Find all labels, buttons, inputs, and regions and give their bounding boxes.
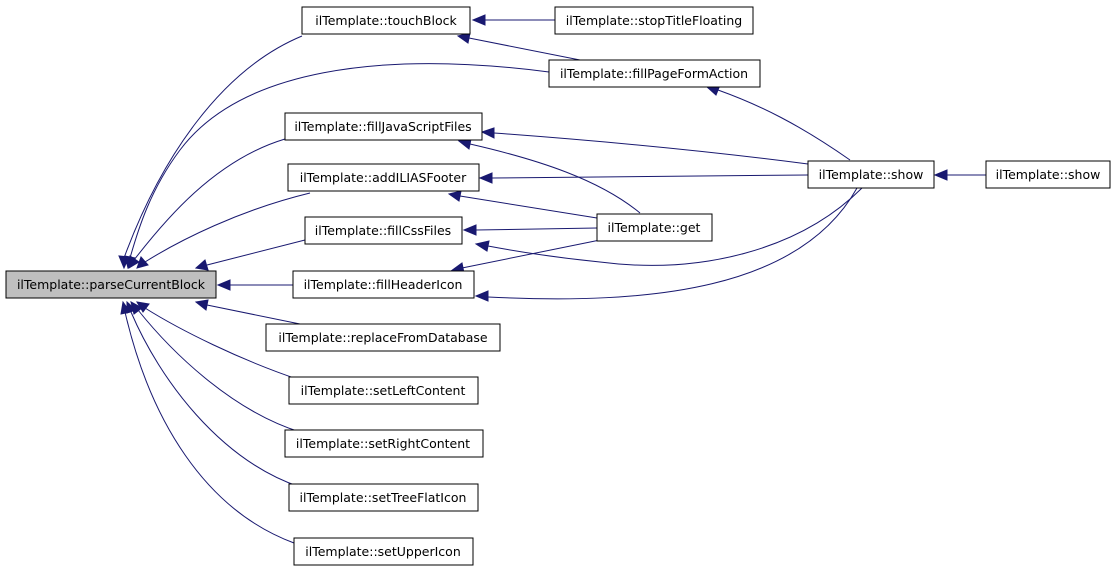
node-fillCssFiles[interactable]: ilTemplate::fillCssFiles [304,216,463,245]
node-label: ilTemplate::parseCurrentBlock [17,277,206,292]
edge-show-to-fillHeaderIcon [487,187,858,300]
edge-arrowhead [462,224,477,236]
node-label: ilTemplate::stopTitleFloating [566,13,742,28]
node-setRightContent[interactable]: ilTemplate::setRightContent [284,429,484,458]
node-label: ilTemplate::replaceFromDatabase [278,330,488,345]
edge-arrowhead [471,14,486,26]
edge-arrowhead [474,240,490,252]
edge-replaceFromDatabase-to-parseCurrentBlock [206,304,301,325]
node-setUpperIcon[interactable]: ilTemplate::setUpperIcon [293,537,474,566]
edge-fillPageFormAction-to-parseCurrentBlock [129,63,550,259]
edge-setUpperIcon-to-parseCurrentBlock [124,311,295,544]
edge-show-to-fillCssFiles [487,187,863,266]
node-label: ilTemplate::setRightContent [296,436,470,451]
edge-touchBlock-to-parseCurrentBlock [123,35,303,259]
edge-arrowhead [120,300,131,315]
node-label: ilTemplate::setLeftContent [301,383,466,398]
edge-get-to-fillJavaScriptFiles [469,143,641,214]
edge-fillPageFormAction-to-touchBlock [468,37,581,61]
node-setLeftContent[interactable]: ilTemplate::setLeftContent [288,376,479,405]
edge-addILIASFooter-to-parseCurrentBlock [144,192,311,263]
node-label: ilTemplate::touchBlock [315,13,457,28]
node-touchBlock[interactable]: ilTemplate::touchBlock [301,6,471,35]
edge-arrowhead [128,255,140,269]
edge-setTreeFlatIcon-to-parseCurrentBlock [130,311,301,488]
node-get[interactable]: ilTemplate::get [596,213,713,242]
node-fillHeaderIcon[interactable]: ilTemplate::fillHeaderIcon [292,270,475,299]
node-replaceFromDatabase[interactable]: ilTemplate::replaceFromDatabase [265,323,501,352]
edge-get-to-fillHeaderIcon [461,239,601,269]
edge-arrowhead [194,299,209,311]
edge-show-to-fillJavaScriptFiles [493,132,809,165]
node-label: ilTemplate::get [608,220,701,235]
edge-arrowhead [136,256,149,269]
edge-fillJavaScriptFiles-to-parseCurrentBlock [133,138,286,261]
node-label: ilTemplate::setTreeFlatIcon [300,490,467,505]
node-setTreeFlatIcon[interactable]: ilTemplate::setTreeFlatIcon [288,483,479,512]
node-label: ilTemplate::fillCssFiles [315,223,451,238]
edge-arrowhead [933,169,948,181]
node-stopTitleFloating[interactable]: ilTemplate::stopTitleFloating [554,6,754,35]
edge-get-to-addILIASFooter [459,195,598,219]
edge-arrowhead [480,127,495,139]
node-label: ilTemplate::show [819,167,924,182]
node-label: ilTemplate::setUpperIcon [305,544,461,559]
edge-show-to-addILIASFooter [491,174,809,179]
node-show[interactable]: ilTemplate::show [807,160,935,189]
edge-arrowhead [447,190,462,202]
edge-arrowhead [194,259,209,271]
node-label: ilTemplate::fillPageFormAction [560,66,748,81]
edge-arrowhead [474,290,489,302]
node-label: ilTemplate::addILIASFooter [300,170,467,185]
edge-arrowhead [478,172,493,184]
edge-setRightContent-to-parseCurrentBlock [137,309,301,433]
node-label: ilTemplate::fillHeaderIcon [304,277,463,292]
node-label: ilTemplate::show [996,167,1101,182]
edges [118,14,986,544]
edge-get-to-fillCssFiles [475,227,598,231]
node-fillJavaScriptFiles[interactable]: ilTemplate::fillJavaScriptFiles [284,112,483,141]
node-show2[interactable]: ilTemplate::show [985,160,1111,189]
edge-arrowhead [216,279,231,291]
edge-show-to-fillPageFormAction [717,89,851,161]
node-parseCurrentBlock[interactable]: ilTemplate::parseCurrentBlock [5,270,217,299]
node-label: ilTemplate::fillJavaScriptFiles [294,119,471,134]
edge-fillCssFiles-to-parseCurrentBlock [206,239,306,266]
node-fillPageFormAction[interactable]: ilTemplate::fillPageFormAction [548,59,761,88]
nodes: ilTemplate::parseCurrentBlock ilTemplate… [5,6,1111,566]
edge-setLeftContent-to-parseCurrentBlock [144,307,301,381]
node-addILIASFooter[interactable]: ilTemplate::addILIASFooter [287,163,480,192]
